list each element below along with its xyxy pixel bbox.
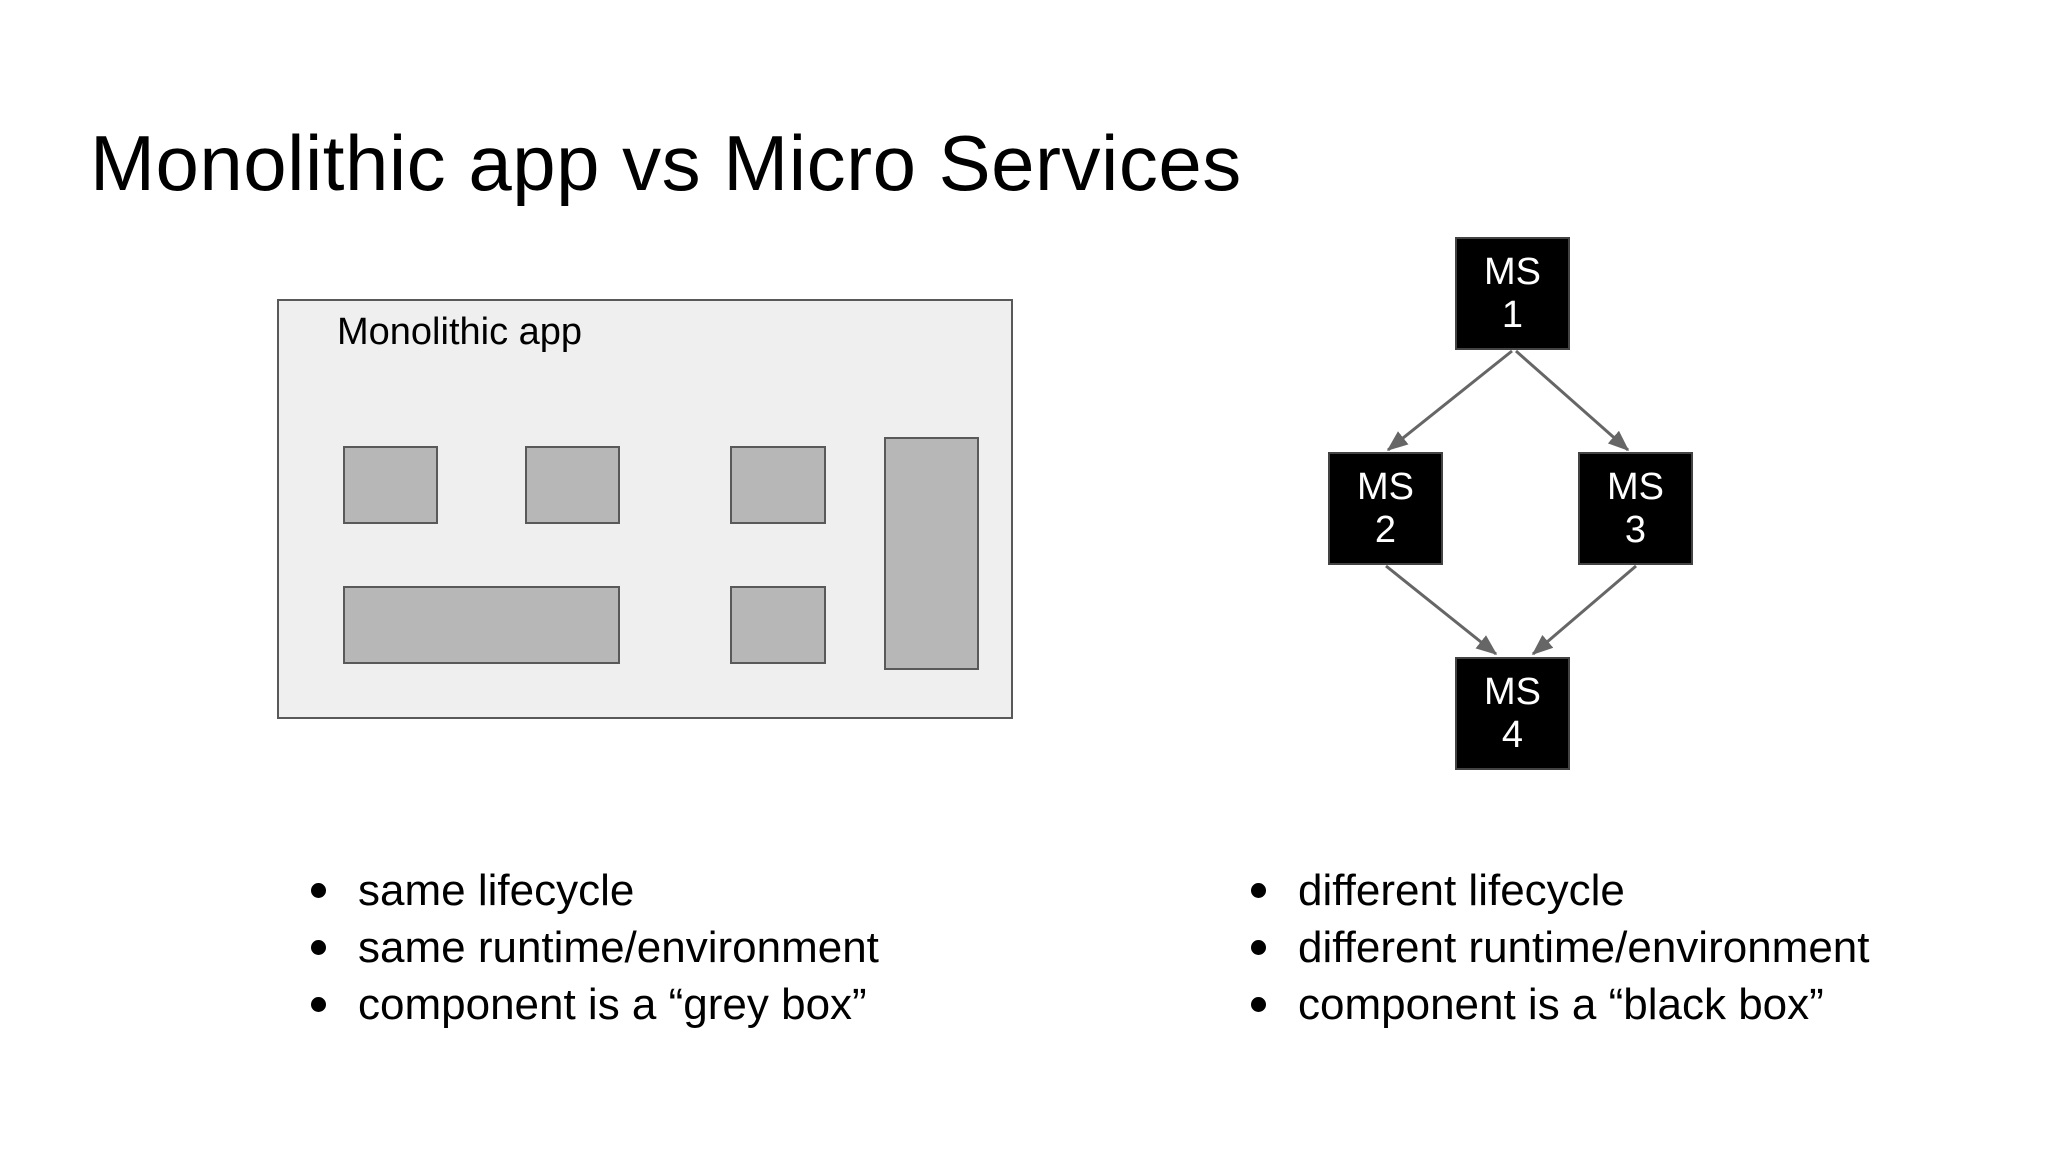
- ms-node-number: 1: [1501, 293, 1524, 336]
- ms-node-3: MS 3: [1578, 452, 1693, 565]
- slide-title: Monolithic app vs Micro Services: [90, 119, 1242, 207]
- monolithic-app-label: Monolithic app: [337, 311, 583, 353]
- component-block-tall: [884, 437, 979, 670]
- ms-node-2: MS 2: [1328, 452, 1443, 565]
- monolith-bullet-list: same lifecycle same runtime/environment …: [311, 862, 879, 1033]
- ms-node-number: 2: [1374, 508, 1397, 551]
- component-block-wide: [343, 586, 620, 664]
- arrow-ms1-to-ms3: [1515, 349, 1630, 452]
- ms-node-number: 3: [1624, 508, 1647, 551]
- bullet-icon: [311, 997, 326, 1012]
- bullet-label: same lifecycle: [358, 865, 635, 915]
- component-block: [730, 446, 826, 524]
- bullet-label: component is a “grey box”: [358, 979, 867, 1029]
- ms-node-name: MS: [1607, 465, 1664, 508]
- bullet-icon: [1251, 883, 1266, 898]
- component-block: [730, 586, 826, 664]
- arrow-ms1-to-ms2: [1386, 349, 1513, 452]
- ms-node-name: MS: [1484, 670, 1541, 713]
- list-item: same lifecycle: [311, 862, 879, 919]
- bullet-icon: [311, 883, 326, 898]
- list-item: different lifecycle: [1251, 862, 1869, 919]
- bullet-label: different runtime/environment: [1298, 922, 1870, 972]
- ms-node-4: MS 4: [1455, 657, 1570, 770]
- microservices-bullet-list: different lifecycle different runtime/en…: [1251, 862, 1869, 1033]
- bullet-icon: [1251, 997, 1266, 1012]
- ms-node-name: MS: [1484, 250, 1541, 293]
- bullet-label: same runtime/environment: [358, 922, 879, 972]
- arrow-ms3-to-ms4: [1531, 564, 1637, 656]
- list-item: component is a “black box”: [1251, 976, 1869, 1033]
- bullet-icon: [311, 940, 326, 955]
- ms-node-name: MS: [1357, 465, 1414, 508]
- component-block: [525, 446, 620, 524]
- list-item: component is a “grey box”: [311, 976, 879, 1033]
- microservices-arrows: [1385, 349, 1637, 656]
- bullet-label: different lifecycle: [1298, 865, 1625, 915]
- bullet-label: component is a “black box”: [1298, 979, 1824, 1029]
- arrow-ms2-to-ms4: [1385, 564, 1498, 656]
- ms-node-1: MS 1: [1455, 237, 1570, 350]
- component-block: [343, 446, 438, 524]
- ms-node-number: 4: [1501, 713, 1524, 756]
- bullet-icon: [1251, 940, 1266, 955]
- list-item: same runtime/environment: [311, 919, 879, 976]
- list-item: different runtime/environment: [1251, 919, 1869, 976]
- monolithic-app-panel: Monolithic app: [277, 299, 1013, 719]
